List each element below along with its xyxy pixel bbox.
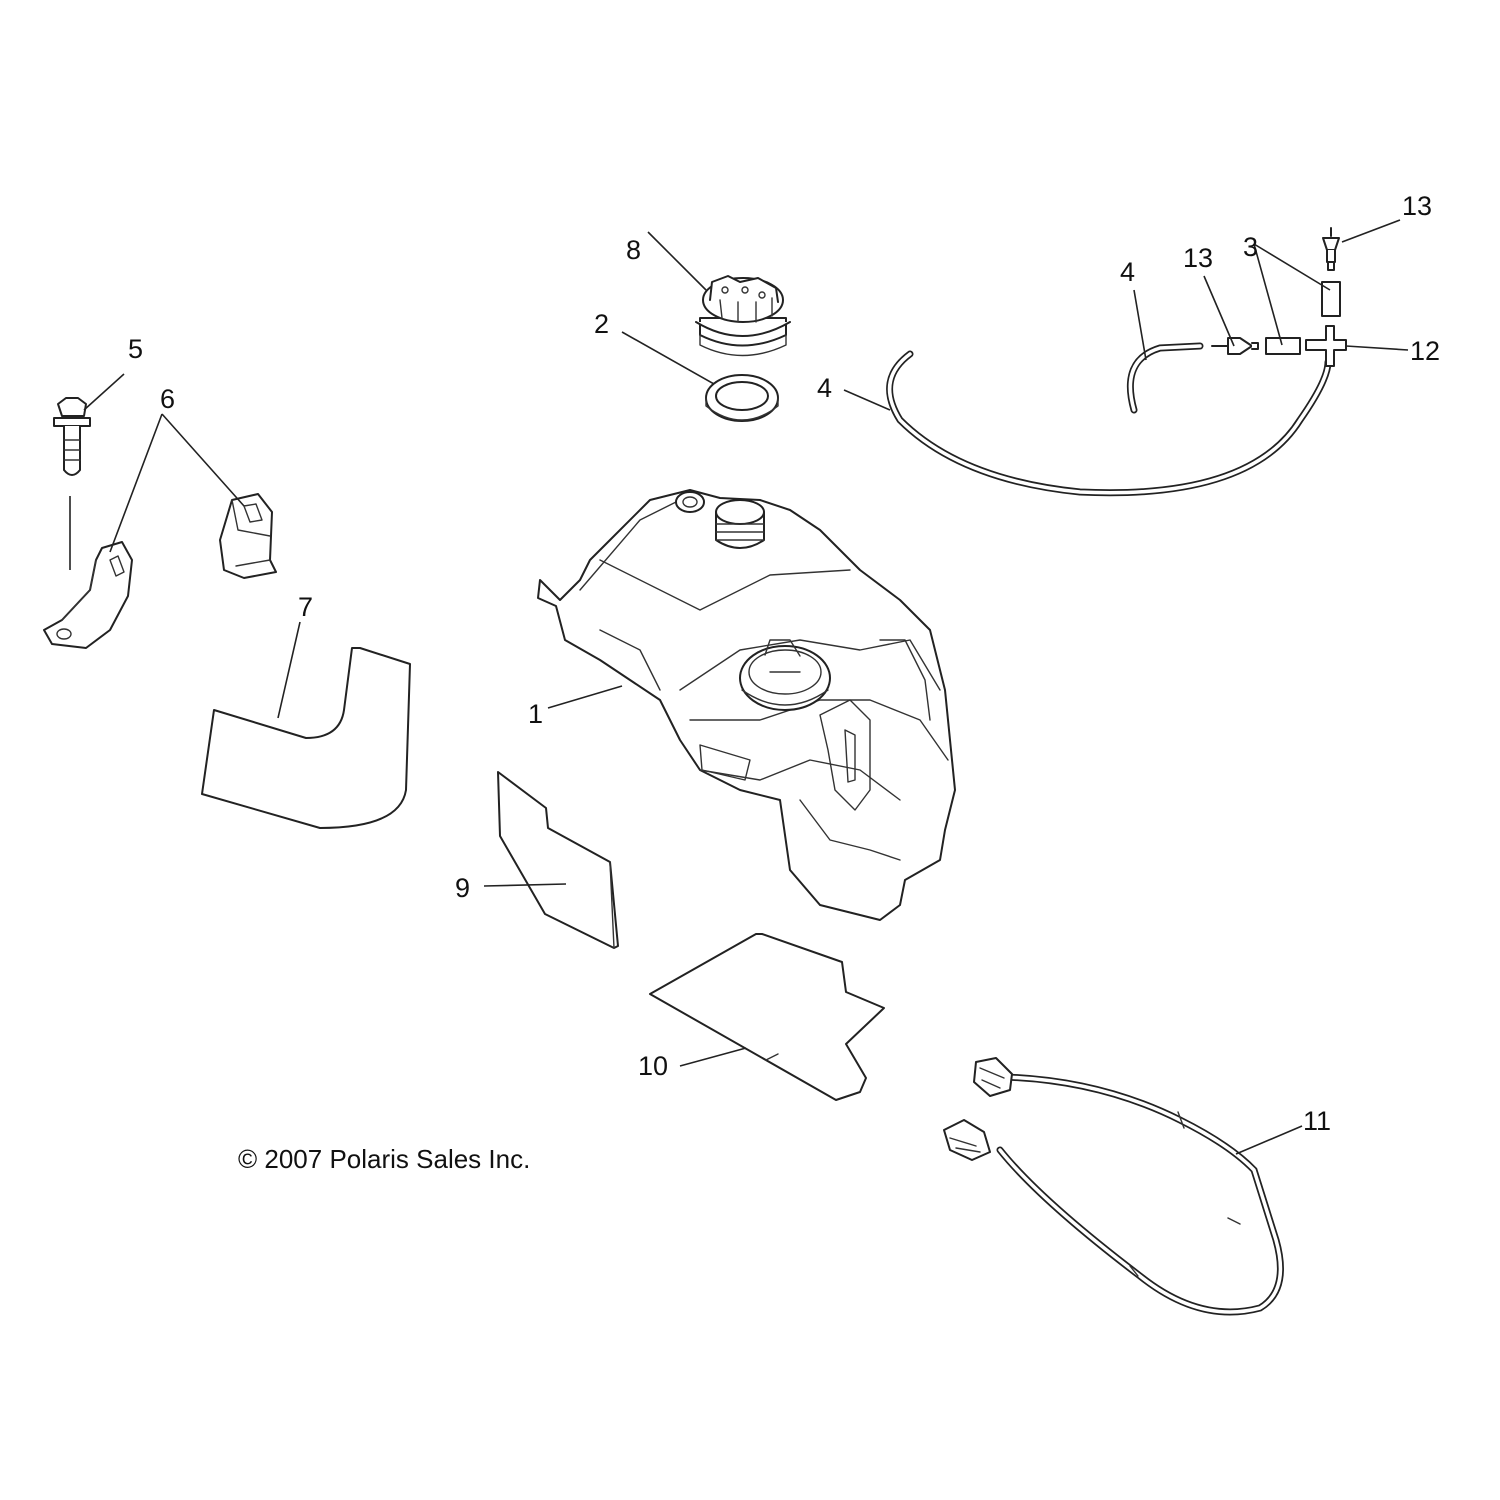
callout-10: 10 [638, 1051, 668, 1081]
tee-fitting [1305, 325, 1347, 367]
callout-11: 11 [1303, 1106, 1331, 1136]
vent-hose-long [886, 350, 1332, 497]
hose-section-vertical [1321, 281, 1341, 317]
callout-3: 3 [1243, 232, 1258, 262]
mounting-bracket-left [43, 541, 133, 649]
callout-13-left: 13 [1183, 243, 1213, 273]
callout-5: 5 [128, 334, 143, 364]
callout-4-top: 4 [1120, 257, 1135, 287]
hose-section-horizontal [1265, 337, 1301, 355]
callout-6: 6 [160, 384, 175, 414]
callout-13-right: 13 [1402, 191, 1432, 221]
vent-hose-short [1126, 342, 1204, 414]
callout-4-bottom: 4 [817, 373, 832, 403]
fuel-cap [695, 275, 791, 357]
check-valve-top [1322, 227, 1340, 271]
fuel-tank [537, 489, 956, 921]
filler-neck-gasket [705, 374, 779, 422]
callout-1: 1 [528, 699, 543, 729]
side-pad [497, 771, 619, 949]
callout-12: 12 [1410, 336, 1440, 366]
callout-8: 8 [626, 235, 641, 265]
copyright-notice: © 2007 Polaris Sales Inc. [238, 1144, 531, 1174]
callout-2: 2 [594, 309, 609, 339]
callout-9: 9 [455, 873, 470, 903]
bolt [53, 397, 91, 570]
callout-7: 7 [298, 592, 313, 622]
wiring-harness [943, 1057, 1284, 1316]
check-valve-left [1211, 337, 1259, 355]
heat-shield-pad [201, 647, 411, 829]
leader-lines [83, 219, 1409, 1155]
floor-pad [649, 933, 885, 1101]
mounting-bracket-right [219, 493, 277, 579]
